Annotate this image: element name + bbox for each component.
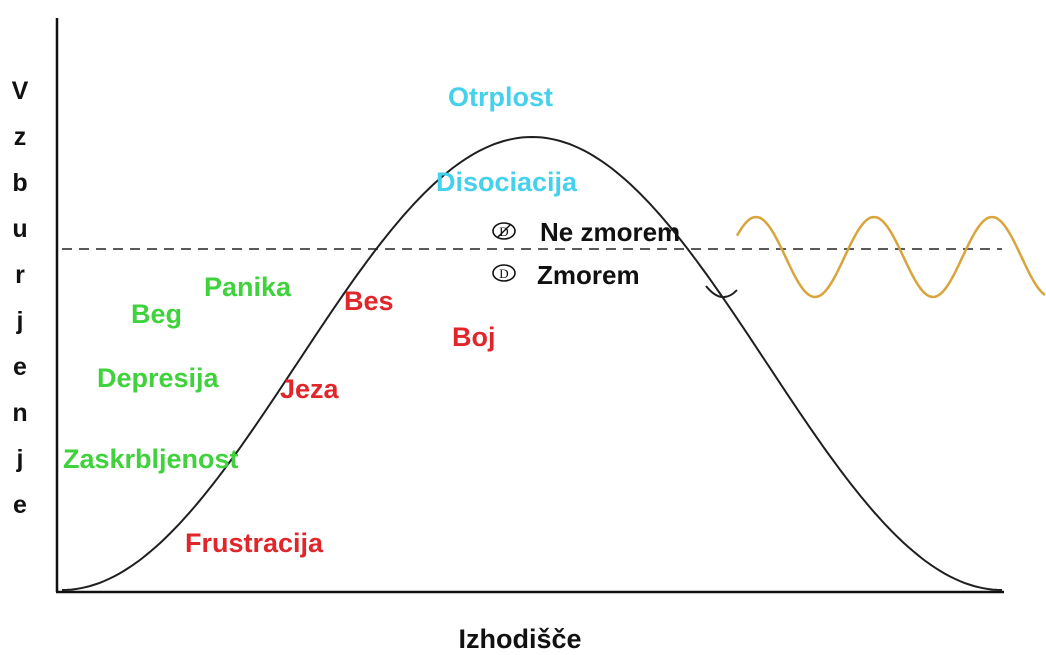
label-frustracija: Frustracija: [185, 528, 324, 558]
y-axis-letter: j: [16, 307, 24, 335]
y-axis-letter: e: [13, 353, 27, 381]
y-axis-label: V z b u r j e n j e: [12, 77, 29, 519]
label-boj: Boj: [452, 322, 496, 352]
zmorem-marker: D: [492, 264, 516, 282]
y-axis-letter: e: [13, 491, 27, 519]
label-ne-zmorem: Ne zmorem: [540, 217, 680, 247]
ne-zmorem-marker: D: [492, 222, 516, 240]
x-axis-label: Izhodišče: [458, 624, 581, 654]
label-disociacija: Disociacija: [436, 167, 578, 197]
ne-zmorem-strike: [496, 223, 512, 239]
label-jeza: Jeza: [280, 374, 340, 404]
label-bes: Bes: [344, 286, 394, 316]
y-axis-letter: z: [14, 123, 27, 151]
y-axis-letter: r: [15, 261, 25, 289]
label-panika: Panika: [204, 272, 292, 302]
label-beg: Beg: [131, 299, 182, 329]
zmorem-symbol-letter: D: [499, 266, 508, 281]
label-zaskrbljenost: Zaskrbljenost: [63, 444, 239, 474]
label-zmorem: Zmorem: [537, 260, 640, 290]
arousal-bell-curve: [61, 135, 1003, 591]
y-axis-letter: j: [16, 445, 24, 473]
y-axis-letter: n: [12, 399, 27, 427]
y-axis-letter: u: [12, 215, 27, 243]
label-otrplost: Otrplost: [448, 82, 553, 112]
y-axis-letter: V: [12, 77, 29, 105]
label-depresija: Depresija: [97, 363, 220, 393]
wave-connector: [705, 285, 738, 298]
ne-zmorem-symbol-icon: [492, 222, 516, 240]
zmorem-symbol-icon: [492, 264, 516, 282]
y-axis-letter: b: [12, 169, 27, 197]
oscillation-wave: [735, 215, 1046, 299]
